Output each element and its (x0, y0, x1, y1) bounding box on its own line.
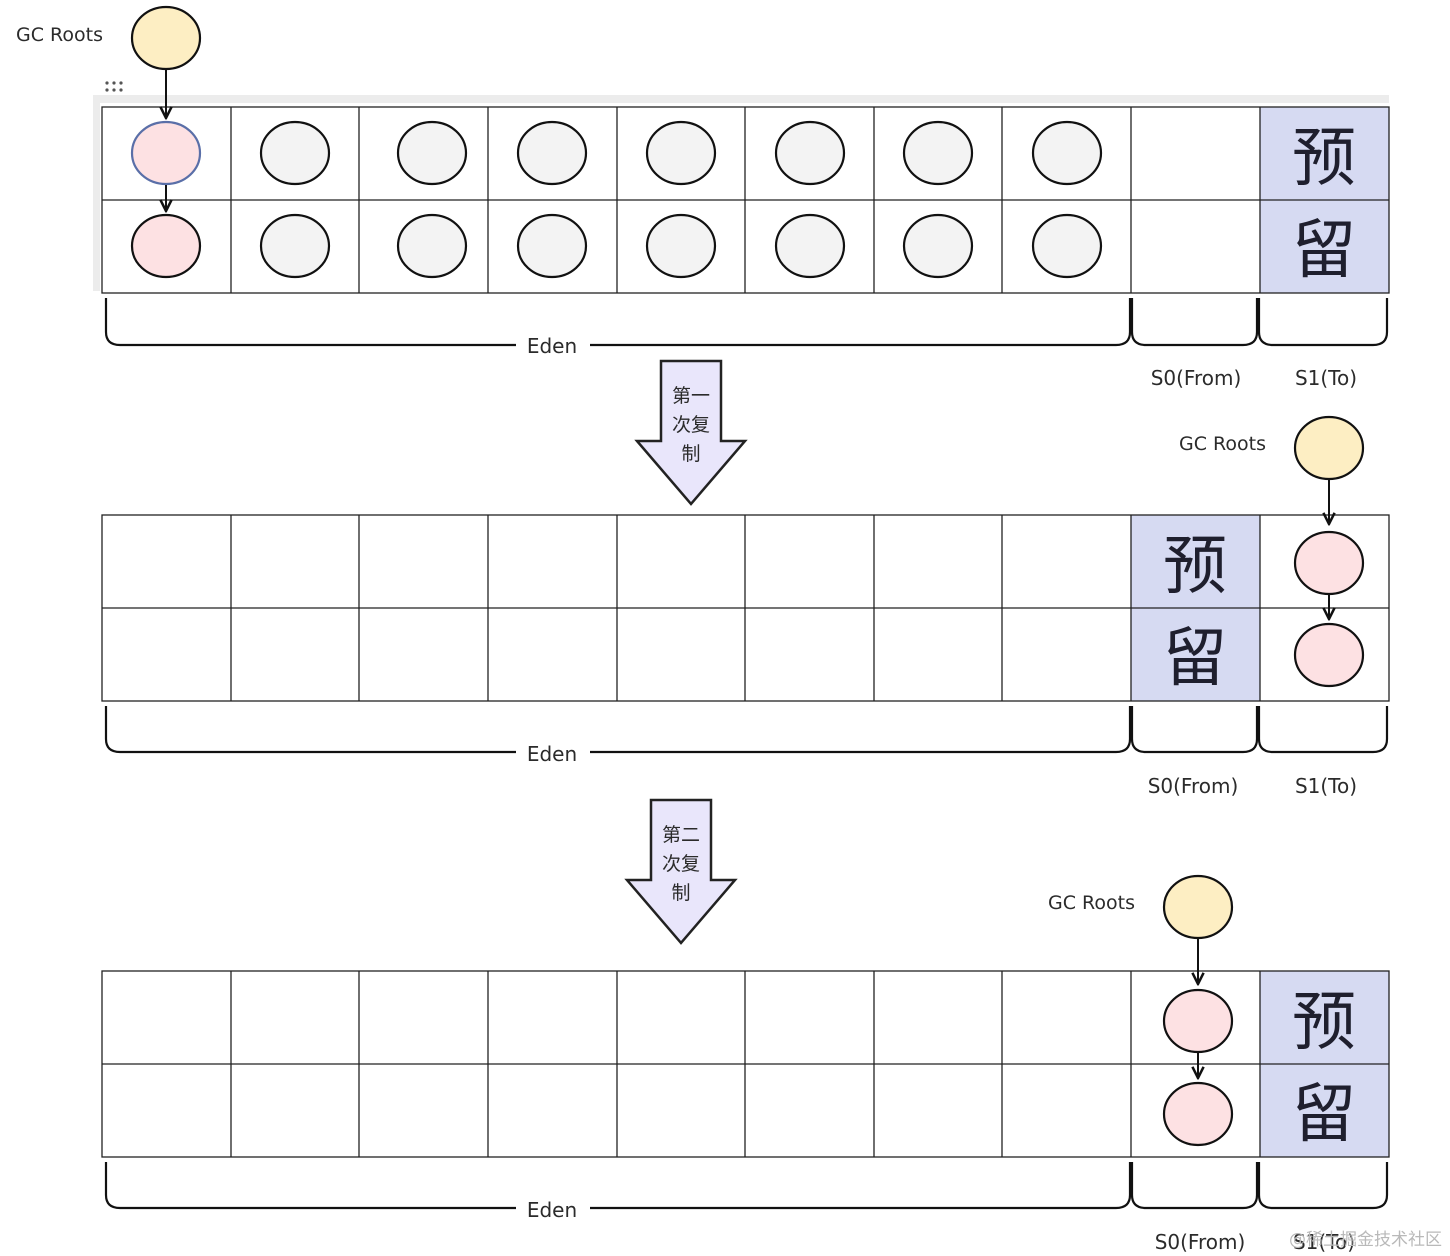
live-object (1293, 530, 1365, 596)
reserved-char-top: 预 (1292, 986, 1356, 1060)
garbage-object (396, 120, 468, 186)
s0-label: S0(From) (1148, 774, 1239, 798)
s1-label: S1(To) (1295, 366, 1357, 390)
gc-root-node (130, 5, 202, 71)
garbage-object (645, 213, 717, 279)
gc-roots-label: GC Roots (16, 24, 103, 46)
second-copy-arrow: 第二 次复 制 (624, 798, 738, 945)
first-copy-text-3: 制 (681, 443, 700, 465)
eden-label: Eden (527, 1198, 577, 1222)
garbage-object (774, 213, 846, 279)
live-object (130, 120, 202, 186)
garbage-object (259, 120, 331, 186)
eden-label: Eden (527, 742, 577, 766)
garbage-objects (259, 120, 1103, 279)
garbage-object (516, 213, 588, 279)
stage-1: 预 留 GC Roots (16, 5, 1390, 390)
live-object (1162, 1081, 1234, 1147)
garbage-object (516, 120, 588, 186)
stage-3: 预 留 GC Roots Eden S0(From) S1(To) (101, 874, 1390, 1254)
garbage-object (902, 120, 974, 186)
garbage-object (774, 120, 846, 186)
live-object (1162, 988, 1234, 1054)
live-object (130, 213, 202, 279)
s0-label: S0(From) (1155, 1230, 1246, 1254)
s1-label: S1(To) (1295, 774, 1357, 798)
grid (101, 106, 1390, 294)
watermark: @稀土掘金技术社区 (1289, 1230, 1442, 1250)
reserved-char-top: 预 (1163, 530, 1227, 604)
reserved-char-bottom: 留 (1163, 622, 1227, 696)
eden-label: Eden (527, 334, 577, 358)
garbage-object (396, 213, 468, 279)
garbage-object (1031, 120, 1103, 186)
grid (101, 970, 1390, 1158)
region-braces (104, 1162, 1389, 1210)
gc-roots-label: GC Roots (1048, 892, 1135, 914)
second-copy-text-1: 第二 (662, 824, 700, 846)
gc-root-node (1162, 874, 1234, 940)
garbage-object (645, 120, 717, 186)
gc-root-node (1293, 415, 1365, 481)
second-copy-text-2: 次复 (662, 853, 700, 875)
gc-roots-label: GC Roots (1179, 433, 1266, 455)
first-copy-text-2: 次复 (672, 414, 710, 436)
reserved-char-bottom: 留 (1292, 1078, 1356, 1152)
second-copy-text-3: 制 (671, 882, 690, 904)
reserved-char-bottom: 留 (1292, 214, 1356, 288)
reserved-char-top: 预 (1292, 122, 1356, 196)
grid (101, 514, 1390, 702)
region-braces (104, 706, 1389, 754)
stage-2: 预 留 GC Roots Eden S0(From) S1(To) (101, 415, 1390, 798)
editor-guides (93, 81, 1389, 291)
live-object (1293, 622, 1365, 688)
s1-label: S1(To) (1293, 1230, 1355, 1254)
garbage-object (259, 213, 331, 279)
garbage-object (902, 213, 974, 279)
first-copy-text-1: 第一 (672, 385, 710, 407)
s0-label: S0(From) (1151, 366, 1242, 390)
region-braces (104, 298, 1389, 347)
garbage-object (1031, 213, 1103, 279)
first-copy-arrow: 第一 次复 制 (634, 359, 748, 506)
